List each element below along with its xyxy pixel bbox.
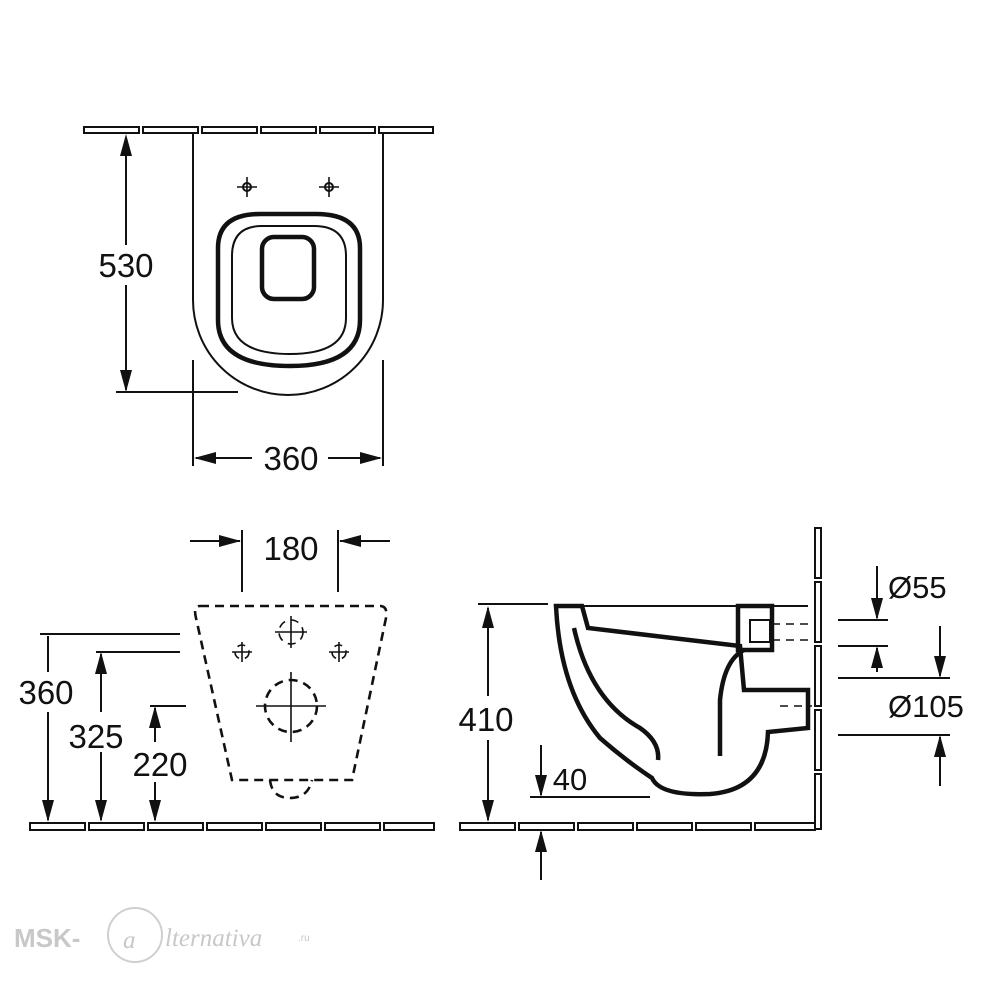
- inlet-dimension: [871, 566, 883, 672]
- seat-opening: [259, 234, 317, 302]
- front-view: 180: [18, 530, 435, 831]
- bowl-outline: [192, 134, 384, 396]
- height-outer-label: 360: [18, 674, 73, 711]
- bowl-dashed-foot: [268, 779, 314, 800]
- upper-fixing-mark: [275, 616, 307, 648]
- left-fixing-mark: [232, 642, 252, 662]
- bolt-spacing-dimension: [190, 530, 390, 592]
- inlet-label: Ø55: [888, 570, 947, 605]
- inlet-block: [735, 603, 775, 653]
- side-view: 410 40 Ø55 Ø105: [458, 527, 964, 880]
- bowl-dashed-outline: [193, 604, 388, 782]
- watermark-at-circle-icon: [107, 907, 163, 963]
- top-wall-strip: [83, 126, 434, 134]
- outlet-label: Ø105: [888, 689, 964, 724]
- height-low-label: 220: [132, 746, 187, 783]
- front-floor-strip: [29, 822, 435, 831]
- side-floor-strip: [459, 822, 816, 831]
- right-fixing-mark: [329, 642, 349, 662]
- height-mid-dimension: [95, 652, 107, 822]
- trap-curve: [717, 647, 746, 756]
- bowl-inner: [571, 627, 661, 761]
- top-view: 530 360: [83, 126, 434, 477]
- seat-outer: [215, 211, 363, 369]
- width-dimension: [192, 360, 384, 466]
- outlet-dimension: [934, 626, 946, 786]
- height-dimension: [482, 606, 494, 822]
- fixing-hole-right: [319, 177, 339, 197]
- fixing-hole-left: [237, 177, 257, 197]
- watermark-logo: MSK- a lternativa .ru: [14, 907, 310, 963]
- side-wall: [814, 527, 822, 830]
- height-mid-label: 325: [68, 718, 123, 755]
- width-label: 360: [263, 440, 318, 477]
- floor-offset-dimension: [535, 745, 547, 880]
- height-low-dimension: [149, 706, 161, 822]
- bowl-body: [553, 603, 811, 797]
- height-label: 410: [458, 701, 513, 738]
- depth-label: 530: [98, 247, 153, 284]
- svg-text:a: a: [123, 927, 136, 954]
- seat-inner: [231, 225, 347, 356]
- watermark-brand-tld: .ru: [298, 933, 310, 944]
- watermark-brand-left: MSK-: [14, 923, 80, 953]
- outlet-circle: [256, 672, 326, 742]
- watermark-brand-script: lternativa: [165, 925, 262, 952]
- floor-offset-label: 40: [553, 762, 587, 797]
- bolt-spacing-label: 180: [263, 530, 318, 567]
- depth-dimension: [88, 134, 238, 393]
- height-outer-dimension: [42, 636, 54, 822]
